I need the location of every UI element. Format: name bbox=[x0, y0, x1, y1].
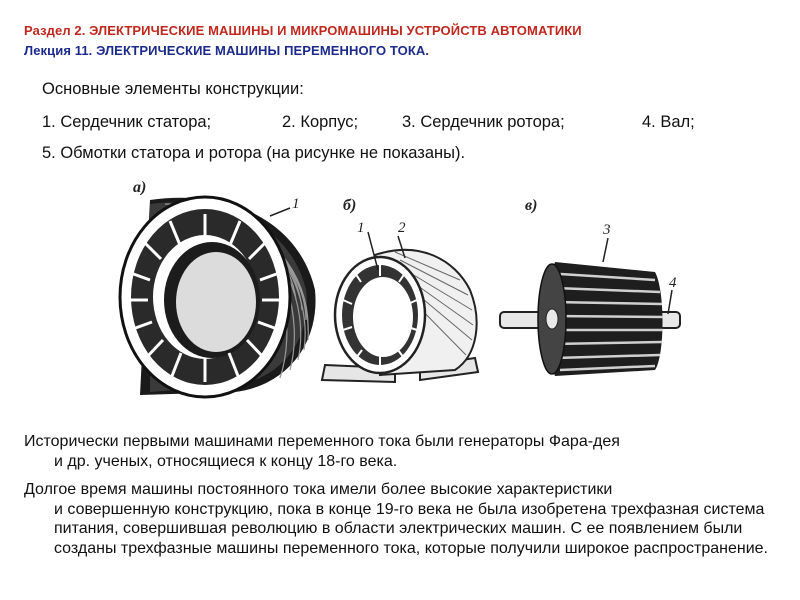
history-paragraph-2: Долгое время машины постоянного тока име… bbox=[24, 480, 784, 558]
rotor-drawing bbox=[499, 237, 681, 376]
housing-drawing bbox=[320, 231, 480, 384]
paragraph-2-first-line: Долгое время машины постоянного тока име… bbox=[24, 481, 613, 498]
part-number-a1: 1 bbox=[292, 196, 300, 212]
part-number-c3: 3 bbox=[602, 222, 611, 238]
section-title: Раздел 2. ЭЛЕКТРИЧЕСКИЕ МАШИНЫ И МИКРОМА… bbox=[24, 23, 582, 38]
elements-note: 5. Обмотки статора и ротора (на рисунке … bbox=[42, 144, 466, 162]
machine-construction-figure: а) 1 bbox=[118, 179, 681, 399]
panel-label-b: б) bbox=[343, 197, 356, 214]
element-item-2: 2. Корпус; bbox=[282, 113, 359, 131]
panel-label-a: а) bbox=[133, 179, 146, 196]
element-item-3: 3. Сердечник ротора; bbox=[402, 113, 565, 131]
history-paragraph-1: Исторически первыми машинами переменного… bbox=[24, 432, 784, 471]
lecture-title: Лекция 11. ЭЛЕКТРИЧЕСКИЕ МАШИНЫ ПЕРЕМЕНН… bbox=[24, 43, 430, 58]
panel-label-c: в) bbox=[525, 197, 537, 214]
paragraph-1-first-line: Исторически первыми машинами переменного… bbox=[24, 433, 620, 450]
element-item-4: 4. Вал; bbox=[642, 113, 695, 131]
part-number-c4: 4 bbox=[669, 275, 677, 291]
paragraph-1-rest: и др. ученых, относящиеся к концу 18-го … bbox=[54, 452, 398, 470]
part-number-b1: 1 bbox=[357, 220, 365, 236]
stator-core-drawing bbox=[118, 195, 316, 399]
part-number-b2: 2 bbox=[398, 220, 406, 236]
element-item-1: 1. Сердечник статора; bbox=[42, 113, 212, 131]
paragraph-2-rest: и совершенную конструкцию, пока в конце … bbox=[54, 500, 768, 557]
intro-heading: Основные элементы конструкции: bbox=[42, 80, 304, 98]
